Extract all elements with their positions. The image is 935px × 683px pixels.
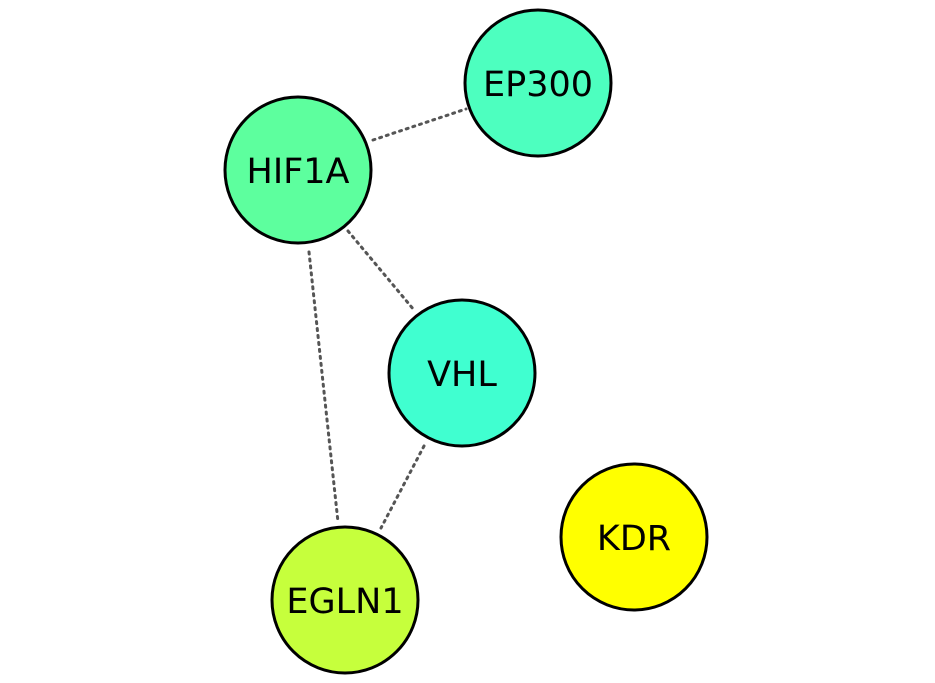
node-label: EGLN1 [286,582,403,622]
edge-hif1a-ep300[interactable] [371,107,468,142]
node-vhl[interactable]: VHL [387,298,537,448]
edge-hif1a-vhl[interactable] [346,229,416,312]
node-kdr[interactable]: KDR [559,462,709,612]
node-ep300[interactable]: EP300 [463,8,613,158]
node-circle[interactable] [223,95,373,245]
edge-hif1a-egln1[interactable] [307,250,340,524]
node-label: VHL [427,355,497,395]
node-label: KDR [597,519,671,559]
node-circle[interactable] [559,462,709,612]
node-circle[interactable] [463,8,613,158]
node-circle[interactable] [270,525,420,675]
edge-vhl-egln1[interactable] [379,444,426,530]
node-circle[interactable] [387,298,537,448]
node-label: HIF1A [247,152,350,192]
node-egln1[interactable]: EGLN1 [270,525,420,675]
edges-layer [307,107,468,530]
node-label: EP300 [483,65,593,105]
node-hif1a[interactable]: HIF1A [223,95,373,245]
